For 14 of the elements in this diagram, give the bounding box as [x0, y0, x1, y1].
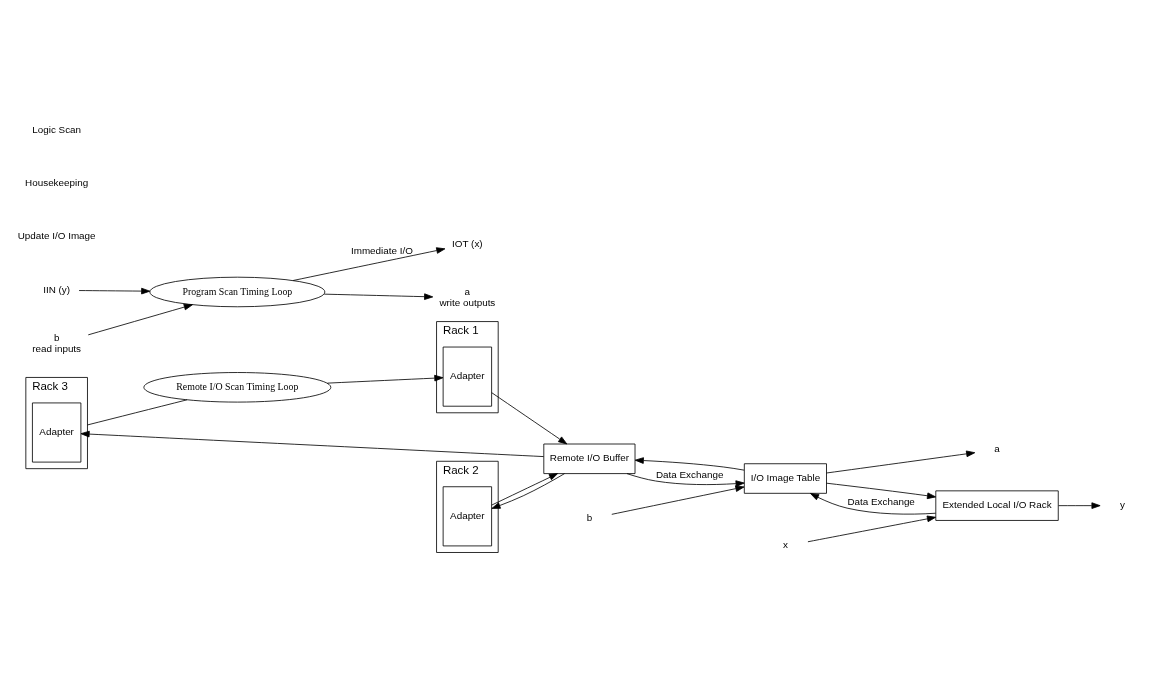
node-text: b read inputs [32, 331, 82, 354]
node-text: x [782, 539, 788, 551]
edge-label: Data Exchange [847, 496, 915, 508]
edge-label: Immediate I/O [350, 244, 413, 256]
edge-label: Data Exchange [655, 469, 724, 481]
label: Housekeeping [25, 177, 89, 189]
node-text: IOT (x) [452, 237, 483, 249]
node-text: a write outputs [439, 285, 496, 308]
label: Logic Scan [32, 123, 82, 135]
node-text: y [1119, 499, 1125, 511]
label: Update I/O Image [17, 230, 96, 242]
node-text: IIN (y) [43, 283, 71, 295]
node-text: a [994, 443, 1000, 455]
node-text: b [586, 512, 593, 524]
